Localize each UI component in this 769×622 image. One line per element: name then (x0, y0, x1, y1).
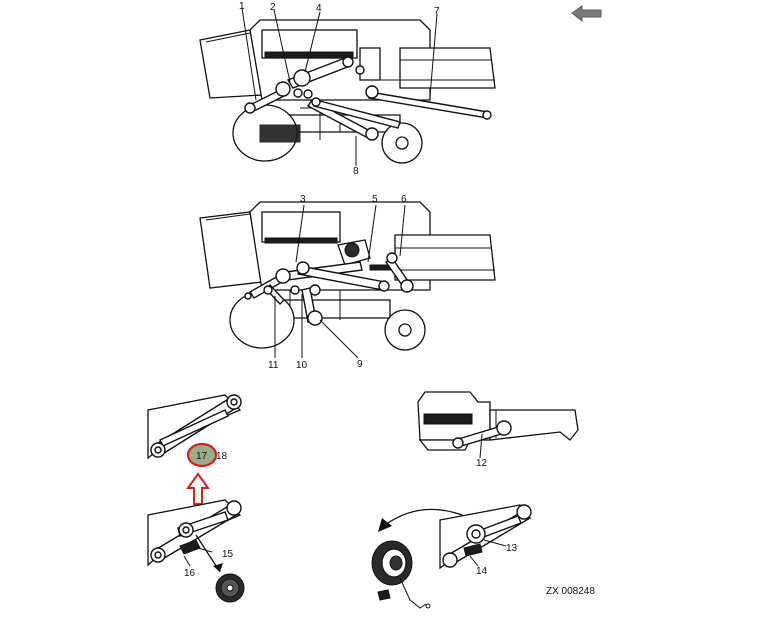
part-label: 4 (316, 3, 322, 14)
red-up-arrow-icon (186, 472, 210, 505)
detail-variator-pulley: 13 14 (371, 504, 532, 609)
combine-middle-view: 3 5 6 11 10 9 (199, 194, 496, 371)
detail-feeder-belt (147, 394, 242, 460)
detail-unloading-auger: 12 (417, 391, 579, 469)
figure-code: ZX 008248 (546, 586, 595, 597)
part-label: 2 (270, 2, 276, 13)
part-label: 8 (353, 166, 359, 177)
part-label-12: 12 (476, 458, 488, 469)
part-label-17: 17 (196, 451, 208, 462)
back-arrow-icon[interactable] (571, 5, 602, 23)
highlighted-pulley-17[interactable] (186, 442, 218, 468)
part-label: 5 (372, 194, 378, 205)
detail-feeder-pulley-removal: 15 16 (147, 499, 245, 603)
part-label: 11 (268, 360, 279, 371)
part-label-15: 15 (222, 549, 234, 560)
part-label: 9 (357, 359, 363, 370)
part-label-13: 13 (506, 543, 518, 554)
part-label: 10 (296, 360, 308, 371)
part-label: 3 (300, 194, 306, 205)
part-label-16: 16 (184, 568, 196, 579)
part-label-14: 14 (476, 566, 488, 577)
part-label-18: 18 (216, 451, 228, 462)
part-label: 6 (401, 194, 407, 205)
combine-top-view: 1 2 4 7 8 (199, 1, 496, 177)
part-label: 7 (434, 6, 440, 17)
part-label: 1 (239, 1, 245, 12)
